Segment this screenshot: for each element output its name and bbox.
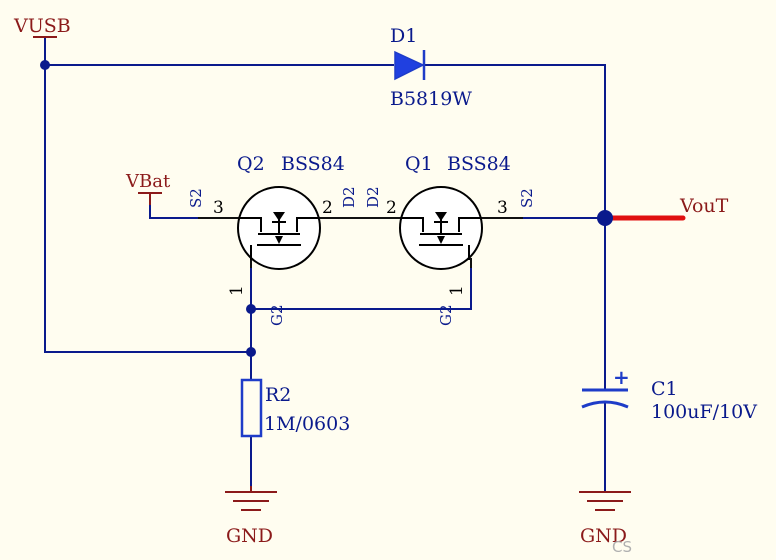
vout-label: VouT <box>679 195 729 217</box>
d1-ref: D1 <box>390 25 417 47</box>
wires <box>44 36 606 491</box>
r2-value: 1M/0603 <box>264 413 350 435</box>
c1-value: 100uF/10V <box>651 401 757 423</box>
q1-ref: Q1 <box>405 153 433 175</box>
q2-channel-arrow <box>275 236 283 244</box>
q1-drain-name: D2 <box>364 186 382 208</box>
p-mosfet-icon[interactable] <box>237 186 321 270</box>
q1-drain-num: 2 <box>386 198 397 218</box>
q1-source-lead <box>458 217 480 232</box>
p-mosfet-icon[interactable] <box>399 186 483 270</box>
q1-source-num: 3 <box>497 198 508 218</box>
r2-ref: R2 <box>265 384 291 406</box>
q1-drain-lead <box>402 217 424 232</box>
junctions <box>40 60 613 357</box>
wire-vbat <box>149 204 199 219</box>
q2-ref: Q2 <box>237 153 265 175</box>
q1-value: BSS84 <box>447 153 511 175</box>
vusb-label: VUSB <box>13 15 71 37</box>
gnd-right[interactable] <box>579 491 631 511</box>
wire-vusb-left <box>44 36 252 353</box>
gnd-left[interactable] <box>225 486 277 511</box>
q2-source-name: S2 <box>187 188 205 208</box>
c1-polarity: + <box>613 365 630 389</box>
polarized-capacitor-icon[interactable] <box>581 388 629 409</box>
q1-pins <box>360 217 523 268</box>
q1-internals <box>402 217 480 260</box>
junction-gate-r2 <box>246 347 256 357</box>
q1-channel-arrow <box>437 236 445 244</box>
gnd-left-label: GND <box>226 525 273 547</box>
c1-ref: C1 <box>651 378 678 400</box>
junction-gate-bus <box>246 304 256 314</box>
wire-d1-to-vout <box>424 64 606 219</box>
junction-vout <box>597 210 613 226</box>
vbat-label: VBat <box>125 171 171 192</box>
vusb-power-port[interactable]: VUSB <box>13 15 71 38</box>
q2-source-num: 3 <box>213 198 224 218</box>
q2-drain-num: 2 <box>322 198 333 218</box>
q2-diode-arrow <box>273 212 285 221</box>
q1-diode-arrow <box>435 212 447 221</box>
q2-value: BSS84 <box>281 153 345 175</box>
schottky-diode-icon[interactable] <box>394 50 426 81</box>
c1-plate-bottom <box>581 400 629 409</box>
vbat-power-port[interactable]: VBat <box>125 171 171 205</box>
q2-source-lead <box>240 217 262 232</box>
wire-gate-bus <box>250 267 472 310</box>
watermark: CS <box>612 538 632 556</box>
q2-gate-name: G2 <box>268 304 286 326</box>
resistor-icon[interactable] <box>240 378 263 438</box>
q1-gate-num: 1 <box>447 285 467 296</box>
q1-source-name: S2 <box>518 188 536 208</box>
q1-gate-name: G2 <box>437 304 455 326</box>
gnd-right-label: GND <box>580 525 627 547</box>
d1-value: B5819W <box>390 88 472 110</box>
junction-vusb-top <box>40 60 50 70</box>
q2-gate-num: 1 <box>227 285 247 296</box>
d1-triangle <box>394 50 425 81</box>
q2-drain-name: D2 <box>340 186 358 208</box>
q2-drain-lead <box>296 217 318 232</box>
